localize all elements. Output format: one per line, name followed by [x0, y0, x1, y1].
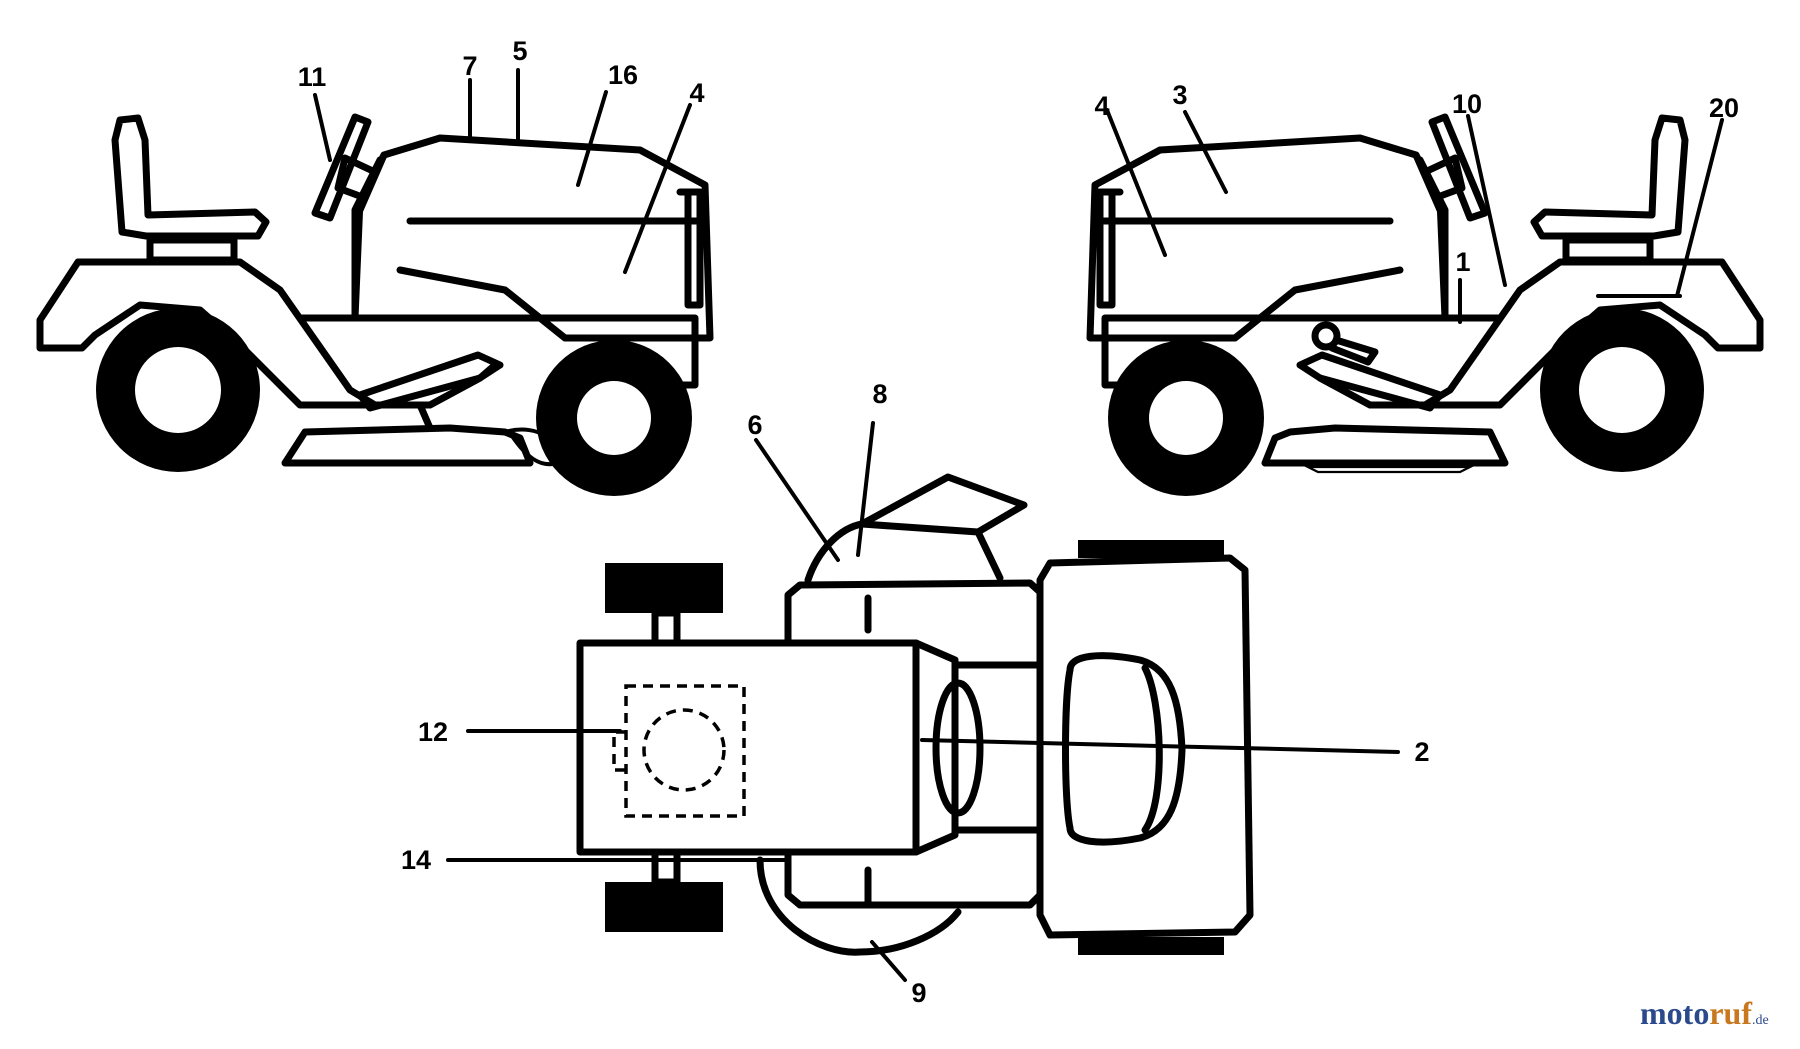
top-view: [576, 473, 1254, 956]
rear-tire-bottom: [605, 882, 723, 932]
callout-20: 20: [1709, 93, 1739, 123]
rear-tire-top: [605, 563, 723, 613]
callout-14: 14: [401, 845, 431, 875]
callout-7: 7: [462, 51, 477, 81]
callout-3: 3: [1172, 80, 1187, 110]
right-side-view: [1086, 113, 1764, 496]
front-tire-top: [1078, 540, 1224, 558]
callout-12: 12: [418, 717, 448, 747]
callout-6: 6: [747, 410, 762, 440]
callout-9: 9: [911, 978, 926, 1008]
callout-5: 5: [512, 36, 527, 66]
callout-10: 10: [1452, 89, 1482, 119]
callout-4-right: 4: [1094, 91, 1109, 121]
callout-labels: 1 2 3 4 4 5 6 7 8 9 10 11 12 14 16 20: [298, 36, 1739, 1008]
watermark-logo: motoruf.de: [1640, 995, 1769, 1031]
callout-8: 8: [872, 379, 887, 409]
left-side-view: [36, 113, 714, 496]
callout-2: 2: [1414, 737, 1429, 767]
leader-lines: [313, 68, 1724, 982]
callout-4-left: 4: [689, 78, 704, 108]
front-tire-bottom: [1078, 937, 1224, 955]
callout-1: 1: [1455, 247, 1470, 277]
callout-16: 16: [608, 60, 638, 90]
seat-block: [576, 639, 920, 856]
callout-11: 11: [298, 62, 327, 92]
